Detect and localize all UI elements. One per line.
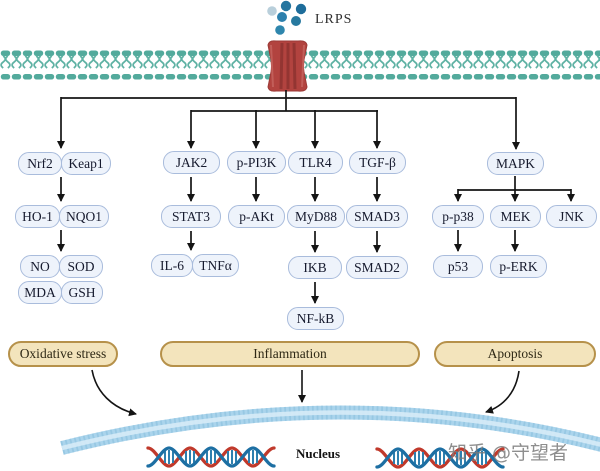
connector-lines [57,90,575,304]
node-perk: p-ERK [490,255,547,278]
node-mek: MEK [490,205,541,228]
node-mapk: MAPK [487,152,544,175]
nucleus-membrane [60,405,600,455]
node-nfkb: NF-kB [287,307,344,330]
nucleus-label: Nucleus [296,446,341,461]
node-keap1: Keap1 [61,152,111,175]
node-gsh: GSH [61,281,103,304]
ligand-label: LRPS [315,12,353,27]
banner-inflammation: Inflammation [160,341,420,367]
node-sod: SOD [59,255,103,278]
node-tnfa: TNFα [192,254,239,277]
node-ho1: HO-1 [15,205,60,228]
node-smad3: SMAD3 [346,205,408,228]
node-myd88: MyD88 [287,205,345,228]
node-pi3k: p-PI3K [227,151,286,174]
node-tlr4: TLR4 [288,151,343,174]
node-pp38: p-p38 [432,205,484,228]
dna-helix-left [146,446,276,468]
watermark: 知乎 @守望者 [448,442,569,464]
node-smad2: SMAD2 [346,256,408,279]
node-p53: p53 [433,255,483,278]
node-il6: IL-6 [151,254,193,277]
node-nqo1: NQO1 [59,205,109,228]
node-nrf2: Nrf2 [18,152,62,175]
node-pakt: p-AKt [228,205,285,228]
node-jak2: JAK2 [163,151,220,174]
node-mda: MDA [18,281,62,304]
receptor-icon [267,40,308,92]
node-no: NO [20,255,60,278]
banner-oxidative-stress: Oxidative stress [8,341,118,367]
banner-apoptosis: Apoptosis [434,341,596,367]
node-stat3: STAT3 [161,205,221,228]
node-jnk: JNK [546,205,597,228]
ligand-dots [267,0,307,35]
node-ikb: IKB [288,256,342,279]
node-tgfb: TGF-β [349,151,406,174]
banner-to-nucleus-arrows [91,369,520,417]
